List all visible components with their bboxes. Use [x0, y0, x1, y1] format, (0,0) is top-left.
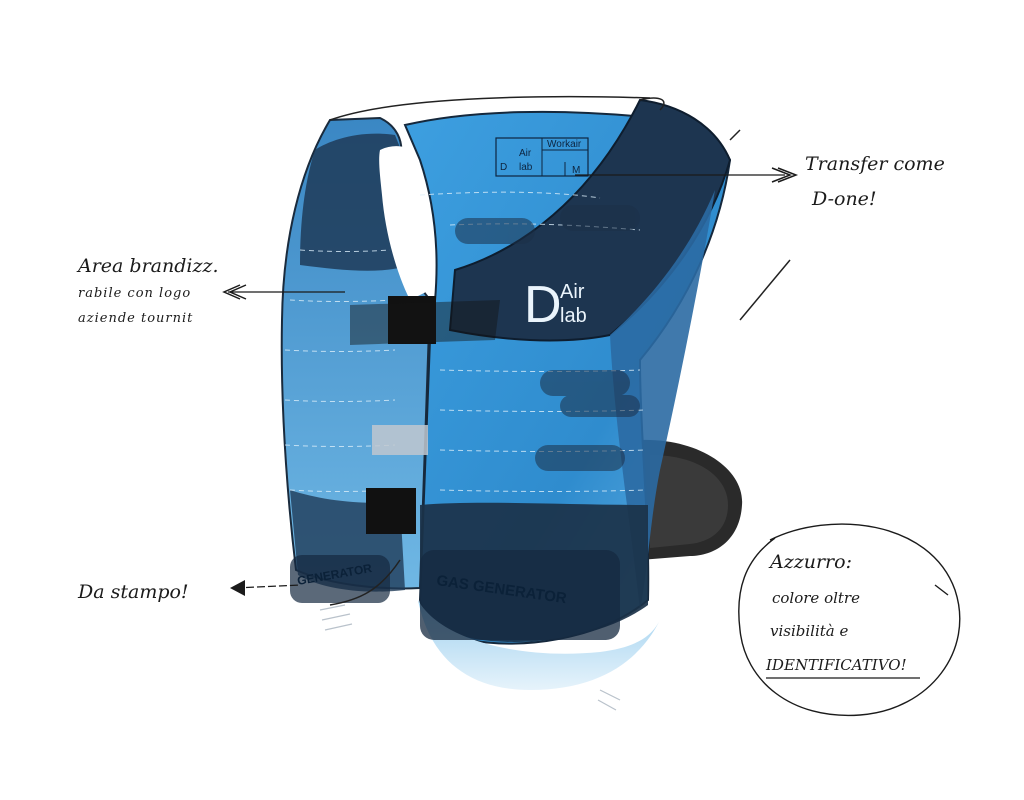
gas-generator-pad-left	[290, 555, 390, 603]
annotation-circle	[738, 523, 961, 717]
annotation-circle-line3: visibilità e	[770, 622, 848, 640]
label-product: Workair	[547, 139, 582, 150]
label-patch: D Air lab Workair M	[495, 137, 589, 177]
armhole	[379, 146, 441, 300]
center-strap-upper	[388, 296, 436, 344]
chest-logo-top: Air	[560, 281, 585, 303]
chest-logo: D Air lab	[524, 276, 587, 334]
chest-logo-bottom: lab	[560, 305, 587, 327]
circle-tail	[934, 584, 949, 596]
sketch-strokes	[329, 95, 791, 606]
reflective-band	[372, 425, 428, 455]
back-strap-shadow	[650, 455, 728, 548]
annotation-top-right-line2: D-one!	[811, 188, 877, 210]
hatch-marks	[319, 604, 621, 711]
annotation-left-lower: Da stampo!	[77, 581, 189, 603]
arrow-icon	[222, 284, 247, 300]
annotation-left-upper-line1: Area brandizz.	[76, 255, 219, 277]
arrow-icon	[230, 580, 245, 596]
chest-strap	[350, 300, 500, 345]
annotation-circle-line4: IDENTIFICATIVO!	[765, 656, 907, 674]
label-logo-letter: D	[500, 162, 507, 173]
center-strap-lower	[366, 488, 416, 534]
annotation-top-right-line1: Transfer come	[805, 153, 945, 175]
label-size: M	[572, 165, 580, 176]
arrow-icon	[771, 167, 799, 183]
label-logo-bottom: lab	[519, 162, 533, 173]
annotation-circle-line2: colore oltre	[772, 589, 860, 607]
annotation-left-upper-line3: aziende tournit	[78, 311, 193, 326]
gas-generator-pad-center	[420, 550, 620, 640]
front-pads	[455, 205, 640, 471]
vest-bottom-light	[418, 600, 660, 690]
chest-logo-letter: D	[524, 276, 562, 334]
annotation-circle-line1: Azzurro:	[768, 551, 852, 573]
label-logo-top: Air	[519, 148, 532, 159]
annotation-left-upper-line2: rabile con logo	[78, 286, 191, 301]
